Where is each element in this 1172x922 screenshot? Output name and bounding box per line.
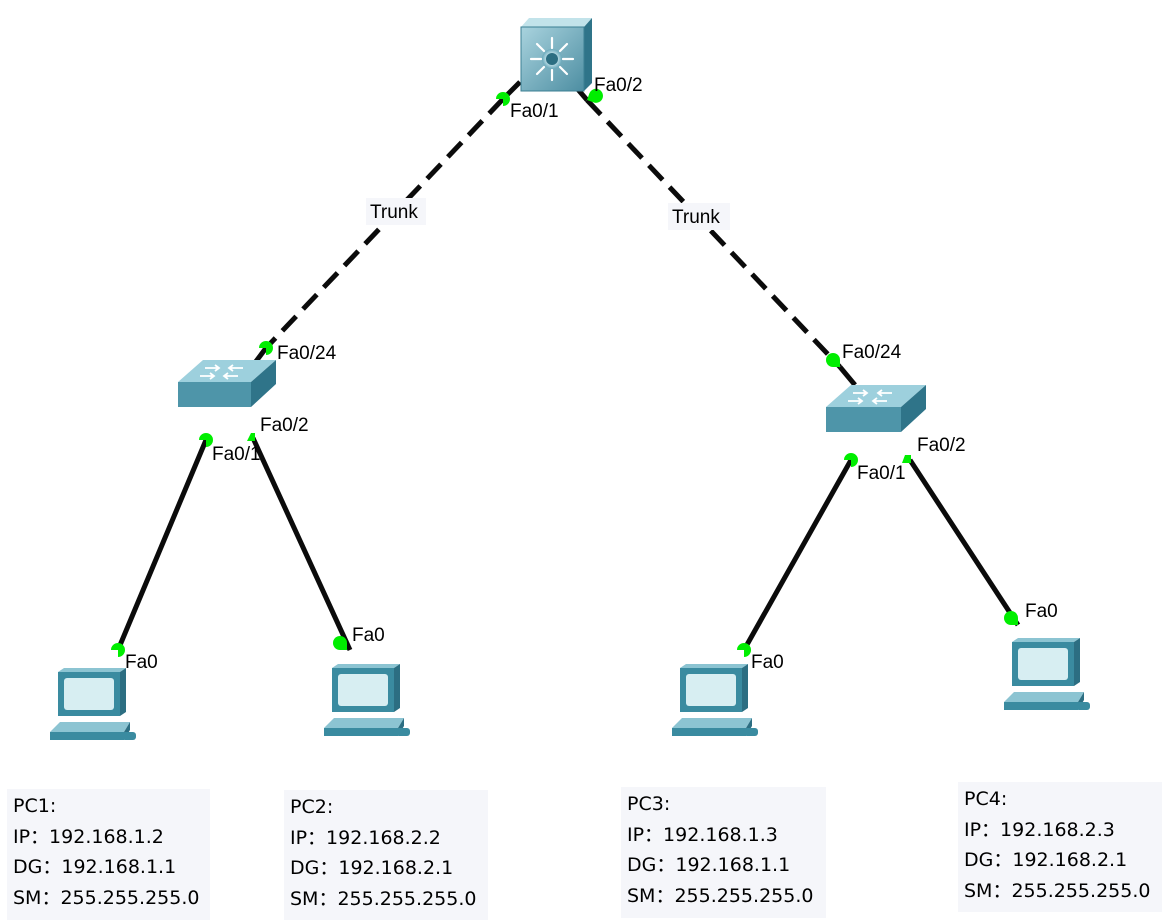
cable-left-switch-pc1[interactable] [115, 439, 209, 651]
link-up-icon [259, 341, 273, 355]
port-label-core-fa0-2: Fa0/2 [594, 75, 643, 96]
link-up-icon [587, 88, 603, 103]
pc-icon[interactable] [1004, 638, 1090, 710]
link-up-icon [199, 433, 213, 447]
link-up-icon [844, 453, 858, 467]
port-label-right-switch-fa0-1: Fa0/1 [857, 463, 906, 484]
note-dg: DG：192.168.2.1 [964, 849, 1128, 871]
link-status-lights [111, 88, 1018, 657]
pc-icon[interactable] [50, 668, 136, 740]
switch-icon[interactable] [826, 385, 926, 432]
cable-right-switch-pc3[interactable] [741, 458, 854, 652]
trunk-label-right: Trunk [668, 203, 730, 230]
trunk-cable-left[interactable] [264, 97, 505, 350]
note-ip: IP：192.168.2.3 [964, 818, 1115, 841]
note-sm: SM：255.255.255.0 [627, 884, 814, 907]
port-label-right-switch-fa0-2: Fa0/2 [917, 435, 966, 456]
pc-icon[interactable] [672, 664, 758, 736]
cables [115, 80, 1021, 652]
trunk-cable-right-stub [838, 365, 857, 387]
note-pc4[interactable]: PC4: IP：192.168.2.3 DG：192.168.2.1 SM：25… [958, 782, 1162, 912]
note-title: PC1: [13, 795, 57, 817]
trunk-label-right-text: Trunk [672, 207, 720, 228]
note-sm: SM：255.255.255.0 [13, 886, 200, 909]
port-label-pc4-fa0: Fa0 [1025, 601, 1058, 622]
note-title: PC3: [627, 793, 671, 815]
note-pc1[interactable]: PC1: IP：192.168.1.2 DG：192.168.1.1 SM：25… [7, 789, 210, 920]
switch-icon[interactable] [178, 360, 276, 407]
link-up-icon [737, 643, 751, 657]
link-up-icon [826, 353, 840, 367]
port-label-left-switch-fa0-1: Fa0/1 [212, 444, 261, 465]
note-dg: DG：192.168.1.1 [627, 854, 791, 876]
port-label-pc3-fa0: Fa0 [751, 652, 784, 673]
port-label-pc1-fa0: Fa0 [125, 652, 158, 673]
note-ip: IP：192.168.1.3 [627, 823, 778, 846]
note-sm: SM：255.255.255.0 [290, 887, 477, 910]
trunk-cable-right[interactable] [585, 98, 842, 369]
trunk-label-left: Trunk [366, 198, 426, 225]
note-dg: DG：192.168.1.1 [13, 856, 177, 878]
cable-left-switch-pc2[interactable] [250, 436, 353, 652]
trunk-label-left-text: Trunk [370, 202, 418, 223]
port-label-left-switch-fa0-2: Fa0/2 [260, 415, 309, 436]
link-up-icon [111, 643, 125, 657]
cable-right-switch-pc4[interactable] [907, 458, 1021, 627]
note-dg: DG：192.168.2.1 [290, 857, 454, 879]
link-up-icon [902, 455, 911, 463]
port-label-left-switch-fa0-24: Fa0/24 [277, 343, 337, 364]
note-sm: SM：255.255.255.0 [964, 879, 1151, 902]
port-label-pc2-fa0: Fa0 [352, 625, 385, 646]
note-title: PC4: [964, 788, 1008, 810]
note-title: PC2: [290, 796, 334, 818]
port-label-core-fa0-1: Fa0/1 [510, 101, 559, 122]
link-up-icon [333, 636, 347, 650]
note-ip: IP：192.168.1.2 [13, 825, 164, 848]
pc-icon[interactable] [324, 664, 410, 736]
multilayer-switch-icon[interactable] [520, 18, 592, 92]
note-ip: IP：192.168.2.2 [290, 826, 441, 849]
note-pc2[interactable]: PC2: IP：192.168.2.2 DG：192.168.2.1 SM：25… [284, 790, 488, 920]
port-label-right-switch-fa0-24: Fa0/24 [842, 342, 902, 363]
link-up-icon [1004, 611, 1018, 625]
link-up-icon [496, 92, 510, 106]
port-labels: Fa0/1 Fa0/2 Fa0/24 Fa0/24 Fa0/1 Fa0/2 Fa… [125, 75, 1058, 673]
note-pc3[interactable]: PC3: IP：192.168.1.3 DG：192.168.1.1 SM：25… [621, 787, 826, 918]
link-up-icon [247, 433, 255, 441]
